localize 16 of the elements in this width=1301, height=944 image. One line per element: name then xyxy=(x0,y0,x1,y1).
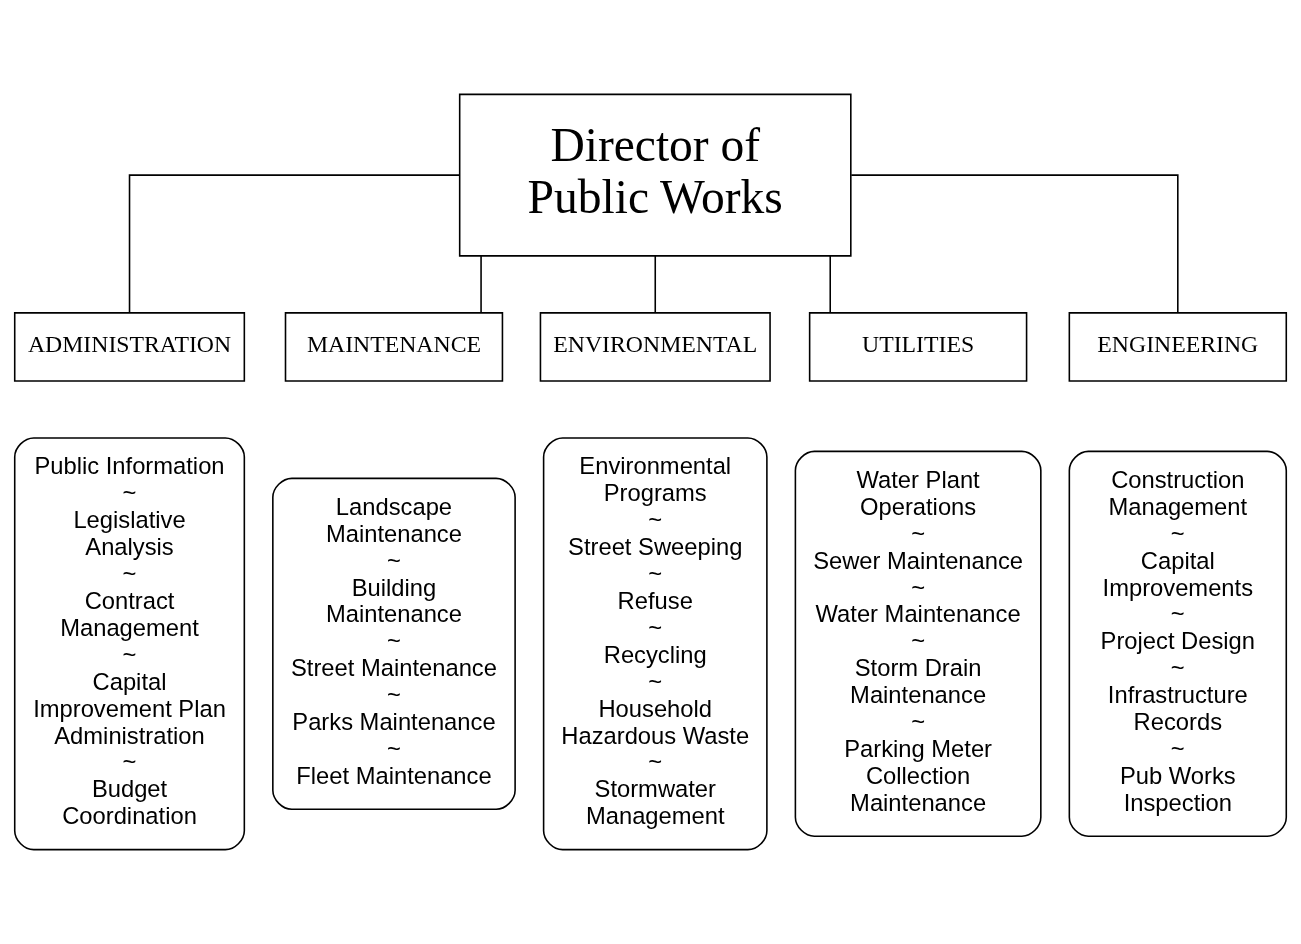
node-box: MAINTENANCE xyxy=(284,312,504,382)
connector xyxy=(829,255,831,314)
node-box: ENVIRONMENTAL xyxy=(539,312,771,382)
node-box: UTILITIES xyxy=(808,312,1028,382)
connector xyxy=(654,255,657,314)
node-box: Environmental Programs ~ Street Sweeping ~ Refuse ~ Recycling ~ Household Hazardous Waste ~ Stormwater Management xyxy=(542,437,768,851)
node-box: ENGINEERING xyxy=(1068,312,1288,382)
node-box: Water Plant Operations ~ Sewer Maintenance ~ Water Maintenance ~ Storm Drain Maintenance ~ Parking Meter Collection Maintenance xyxy=(794,450,1042,837)
connector xyxy=(128,174,461,314)
node-box: Director of Public Works xyxy=(458,93,852,257)
node-box: Public Information ~ Legislative Analysis ~ Contract Management ~ Capital Improvement Plan Administration ~ Budget Coordination xyxy=(13,437,246,851)
connector xyxy=(850,174,1179,314)
connector xyxy=(480,255,482,314)
node-box: Construction Management ~ Capital Improvements ~ Project Design ~ Infrastructure Records ~ Pub Works Inspection xyxy=(1068,450,1288,837)
node-box: Landscape Maintenance ~ Building Maintenance ~ Street Maintenance ~ Parks Maintenance ~ Fleet Maintenance xyxy=(272,477,516,811)
node-box: ADMINISTRATION xyxy=(13,312,246,382)
